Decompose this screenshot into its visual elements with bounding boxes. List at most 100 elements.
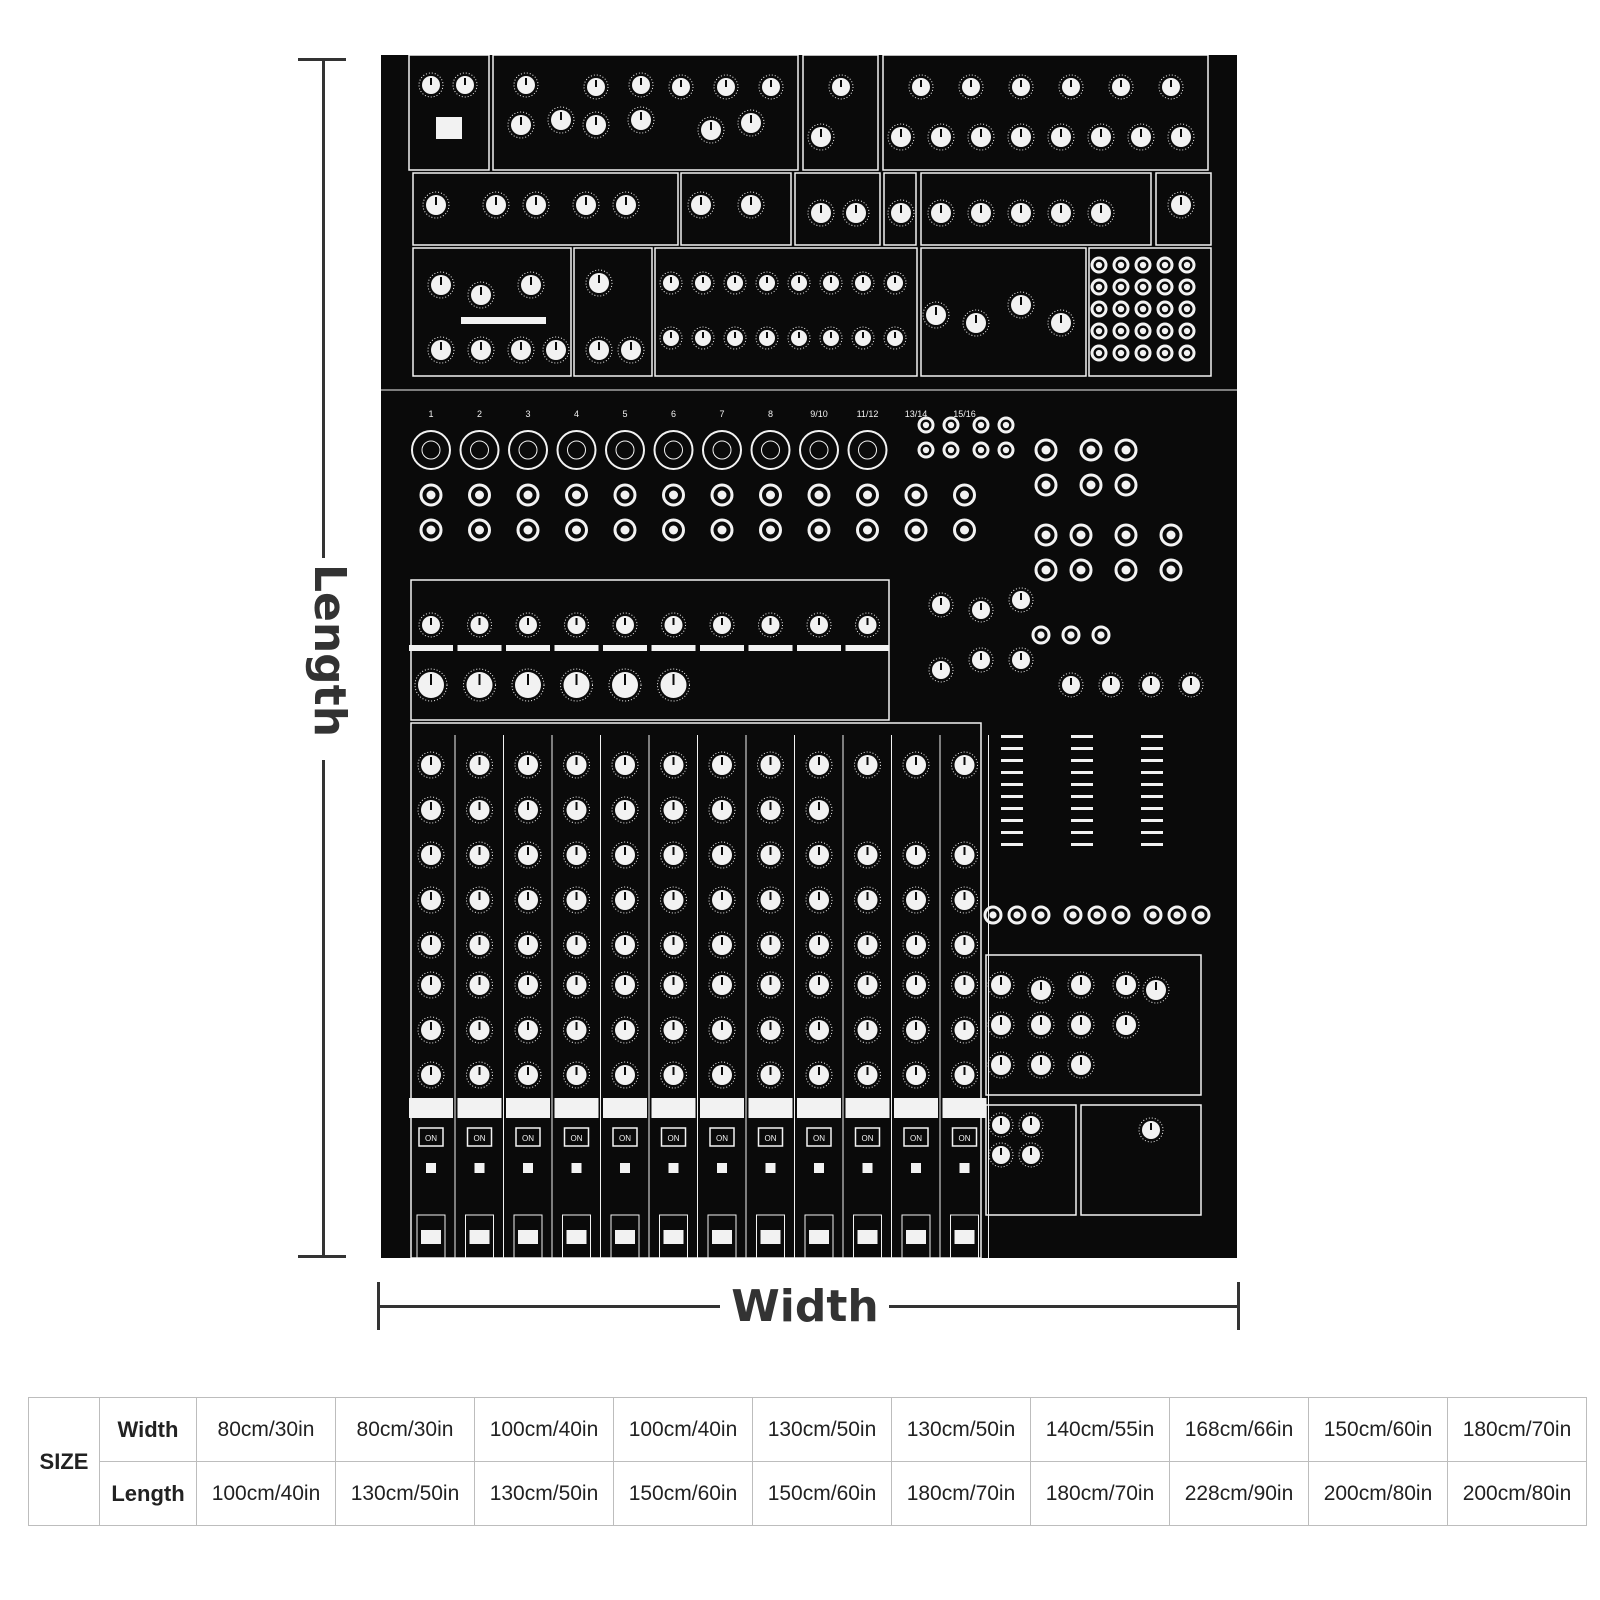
- knob-scale: [851, 326, 875, 350]
- jack-center: [523, 490, 533, 500]
- knob-scale: [757, 931, 784, 959]
- jack: [1143, 905, 1163, 925]
- on-button-label: ON: [425, 1134, 437, 1143]
- knob-scale: [757, 886, 784, 914]
- knob-scale: [417, 796, 445, 824]
- on-button-label: ON: [862, 1134, 874, 1143]
- on-button-label: ON: [474, 1134, 486, 1143]
- knob-scale: [807, 123, 835, 151]
- on-button-label: ON: [765, 1134, 777, 1143]
- jack: [468, 518, 491, 542]
- meter-segment: [1141, 771, 1163, 774]
- jack: [1087, 905, 1107, 925]
- knob-scale: [514, 751, 542, 779]
- knob-scale: [572, 191, 600, 219]
- jack-center: [1161, 327, 1169, 335]
- fader-cap: [663, 1230, 684, 1244]
- knob-scale: [1142, 976, 1170, 1004]
- knob-scale: [819, 326, 843, 350]
- length-marker-line-top: [322, 58, 325, 558]
- jack-center: [989, 911, 997, 919]
- jack-center: [1149, 911, 1157, 919]
- jack: [1134, 256, 1152, 274]
- knob-scale: [902, 971, 930, 999]
- knob-scale: [466, 796, 493, 824]
- knob-scale: [514, 1016, 542, 1044]
- panel-module-border: [1080, 1104, 1202, 1216]
- jack-center: [1173, 911, 1181, 919]
- jack-center: [475, 525, 484, 535]
- jack-center: [1041, 565, 1051, 575]
- channel-white-band: [554, 1098, 599, 1118]
- fader-slot: [950, 1214, 979, 1258]
- meter-segment: [1141, 819, 1163, 822]
- length-cell: 130cm/50in: [335, 1461, 475, 1526]
- jack: [1156, 344, 1174, 362]
- jack: [1112, 344, 1130, 362]
- knob-scale: [805, 796, 833, 824]
- jack-center: [1139, 261, 1147, 269]
- knob-scale: [708, 841, 736, 869]
- knob-scale: [547, 106, 575, 134]
- on-button: [757, 1127, 784, 1147]
- channel-white-band: [603, 1098, 647, 1118]
- knob-scale: [854, 841, 881, 869]
- meter-segment: [1141, 759, 1163, 762]
- fader-cap: [809, 1230, 829, 1244]
- knob-scale: [585, 269, 613, 297]
- jack-center: [960, 525, 969, 535]
- knob-scale: [417, 751, 445, 779]
- knob-scale: [585, 336, 613, 364]
- knob-scale: [611, 971, 639, 999]
- knob-scale: [1027, 1011, 1055, 1039]
- width-marker-line-right: [889, 1305, 1240, 1308]
- jack-center: [960, 490, 969, 500]
- jack-center: [426, 525, 436, 535]
- length-cell: 100cm/40in: [196, 1461, 336, 1526]
- channel-white-band: [700, 1098, 744, 1118]
- jack: [1112, 300, 1130, 318]
- jack-center: [1095, 349, 1103, 357]
- knob-scale: [1018, 1142, 1044, 1168]
- jack-center: [1076, 530, 1086, 540]
- jack-center: [1117, 305, 1125, 313]
- jack-center: [1117, 911, 1125, 919]
- knob-scale: [660, 931, 687, 959]
- jack: [1159, 523, 1183, 547]
- jack: [468, 483, 491, 507]
- knob-scale: [514, 931, 542, 959]
- fader-slot: [756, 1214, 785, 1258]
- pfl-button: [862, 1163, 873, 1173]
- fader-cap: [712, 1230, 732, 1244]
- jack-center: [1086, 445, 1096, 455]
- jack: [662, 518, 685, 542]
- jack-center: [620, 525, 630, 535]
- knob-scale: [466, 841, 493, 869]
- channel-white-band: [409, 1098, 453, 1118]
- jack: [1134, 278, 1152, 296]
- on-button: [806, 1127, 832, 1147]
- channel-number-label: 9/10: [810, 409, 828, 419]
- jack: [662, 483, 685, 507]
- pfl-button: [426, 1163, 436, 1173]
- jack-center: [1121, 445, 1131, 455]
- fader-cap: [760, 1230, 781, 1244]
- knob-scale: [628, 72, 654, 98]
- fader-cap: [566, 1230, 587, 1244]
- knob-scale: [1067, 1011, 1095, 1039]
- jack: [759, 518, 782, 542]
- jack: [1156, 300, 1174, 318]
- meter-segment: [1001, 735, 1023, 738]
- knob-scale: [805, 1061, 833, 1089]
- knob-scale: [563, 751, 590, 779]
- jack: [516, 518, 540, 542]
- xlr-input-inner: [615, 440, 635, 460]
- channel-white-band: [651, 1098, 696, 1118]
- knob-scale: [1067, 971, 1095, 999]
- knob-scale: [1008, 587, 1034, 613]
- on-button-label: ON: [959, 1134, 971, 1143]
- knob-scale: [968, 647, 994, 673]
- knob-scale: [1138, 1117, 1164, 1143]
- jack: [565, 483, 588, 507]
